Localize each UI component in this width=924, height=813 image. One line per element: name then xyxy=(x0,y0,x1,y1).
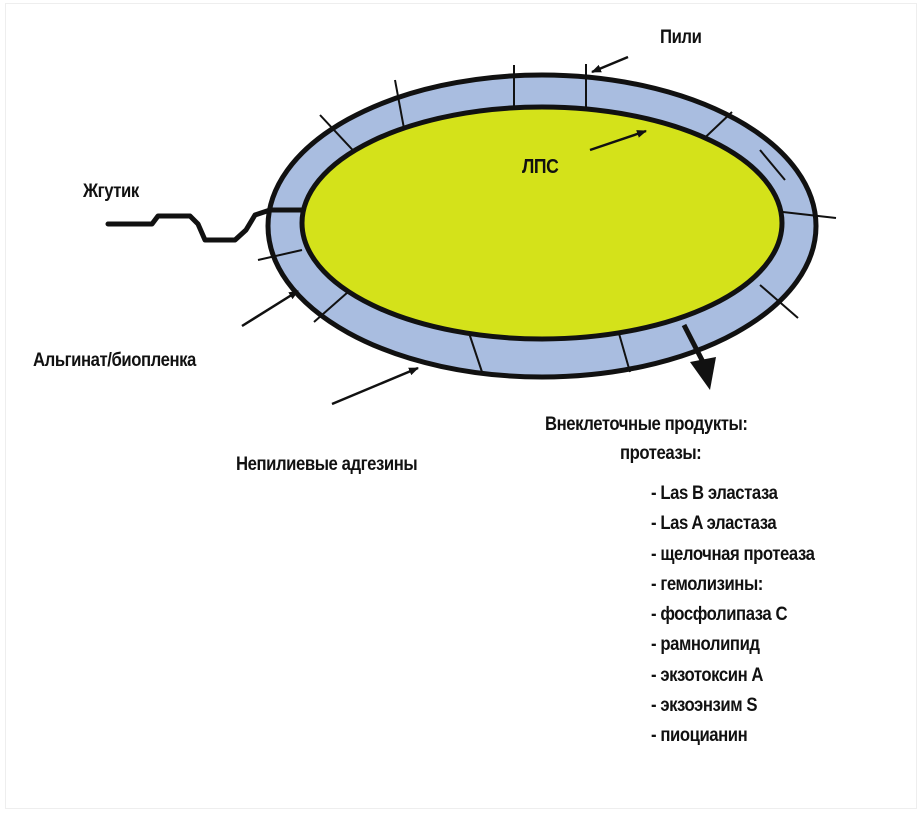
product-item: - экзотоксин А xyxy=(651,661,814,691)
product-item: - щелочная протеаза xyxy=(651,540,814,570)
label-non-pilus-adhesins: Непилиевые адгезины xyxy=(236,454,417,476)
label-alginate-biofilm: Альгинат/биопленка xyxy=(33,350,196,372)
product-item: - экзоэнзим S xyxy=(651,691,814,721)
label-lps: ЛПС xyxy=(522,156,558,179)
product-item: - рамнолипид xyxy=(651,630,814,660)
arrow-extracellular-products-head xyxy=(690,357,716,390)
product-item: - фосфолипаза С xyxy=(651,600,814,630)
extracellular-products: Внеклеточные продукты: протеазы: - Las B… xyxy=(545,414,775,436)
product-item: - Las A эластаза xyxy=(651,509,814,539)
cytoplasm xyxy=(302,107,782,339)
arrow-pili xyxy=(592,57,628,72)
label-flagellum: Жгутик xyxy=(83,181,139,203)
arrow-adhesins xyxy=(332,368,418,404)
extracellular-products-heading: Внеклеточные продукты: xyxy=(545,414,747,436)
product-item: - Las B эластаза xyxy=(651,479,814,509)
product-item: - пиоцианин xyxy=(651,721,814,751)
product-item: - гемолизины: xyxy=(651,570,814,600)
label-pili: Пили xyxy=(660,27,701,49)
proteases-subheading: протеазы: xyxy=(620,443,701,465)
arrow-alginate xyxy=(242,291,298,326)
products-list: - Las B эластаза- Las A эластаза- щелочн… xyxy=(651,479,837,752)
